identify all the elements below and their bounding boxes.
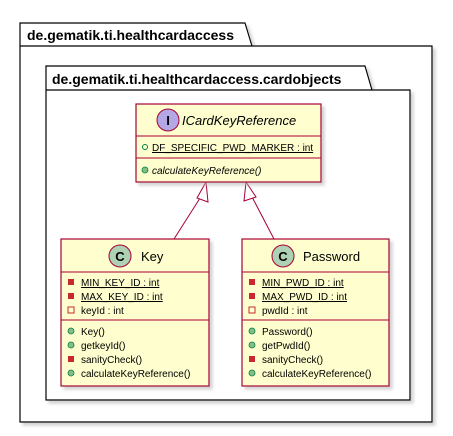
key-method-getkeyid: getkeyId()	[81, 341, 125, 352]
password-field-pwdid: pwdId : int	[262, 306, 308, 317]
key-field-max-key-id: MAX_KEY_ID : int	[81, 292, 163, 303]
password-field-max-pwd-id: MAX_PWD_ID : int	[262, 292, 347, 303]
public-marker	[67, 341, 75, 349]
interface-icardkeyreference: I ICardKeyReference DF_SPECIFIC_PWD_MARK…	[135, 103, 322, 183]
public-marker	[141, 166, 149, 174]
interface-badge-letter: I	[166, 113, 170, 128]
key-method-calculatekeyreference: calculateKeyReference()	[81, 369, 191, 380]
class-password: C Password MIN_PWD_ID : int MAX_PWD_ID :…	[241, 238, 390, 387]
inheritance-edges	[173, 180, 275, 240]
public-marker	[67, 369, 75, 377]
interface-method-calculatekeyreference: calculateKeyReference()	[152, 166, 262, 177]
password-method-constructor: Password()	[262, 327, 313, 338]
private-marker	[249, 356, 255, 362]
class-key: C Key MIN_KEY_ID : int MAX_KEY_ID : int …	[60, 238, 210, 387]
private-marker	[249, 279, 255, 285]
class-name-key: Key	[141, 249, 164, 264]
class-badge	[271, 244, 295, 268]
arrowhead-password	[243, 180, 257, 202]
class-badge-letter: C	[115, 249, 125, 264]
interface-field-df-specific-pwd-marker: DF_SPECIFIC_PWD_MARKER : int	[152, 143, 313, 154]
public-marker	[248, 369, 256, 377]
private-marker	[248, 306, 256, 314]
password-method-calculatekeyreference: calculateKeyReference()	[262, 369, 372, 380]
class-name-password: Password	[303, 249, 360, 264]
key-method-constructor: Key()	[81, 327, 105, 338]
key-method-sanitycheck: sanityCheck()	[81, 355, 142, 366]
private-marker	[67, 306, 75, 314]
arrowhead-key	[196, 180, 209, 203]
public-marker	[67, 327, 75, 335]
password-field-min-pwd-id: MIN_PWD_ID : int	[262, 278, 344, 289]
package-outer-title: de.gematik.ti.healthcardaccess	[27, 27, 234, 43]
public-marker	[248, 327, 256, 335]
class-badge	[108, 244, 132, 268]
interface-name: ICardKeyReference	[182, 113, 296, 128]
interface-badge	[156, 108, 180, 132]
password-method-getpwdid: getPwdId()	[262, 341, 310, 352]
edge-password-to-interface	[250, 194, 275, 240]
key-field-keyid: keyId : int	[81, 306, 124, 317]
edge-key-to-interface	[173, 194, 203, 240]
password-method-sanitycheck: sanityCheck()	[262, 355, 323, 366]
public-marker	[248, 341, 256, 349]
private-marker	[68, 279, 74, 285]
private-marker	[249, 293, 255, 299]
private-marker	[68, 293, 74, 299]
package-inner-title: de.gematik.ti.healthcardaccess.cardobjec…	[52, 71, 342, 87]
class-badge-letter: C	[278, 249, 288, 264]
key-field-min-key-id: MIN_KEY_ID : int	[81, 278, 160, 289]
private-marker	[68, 356, 74, 362]
public-marker	[142, 144, 148, 150]
